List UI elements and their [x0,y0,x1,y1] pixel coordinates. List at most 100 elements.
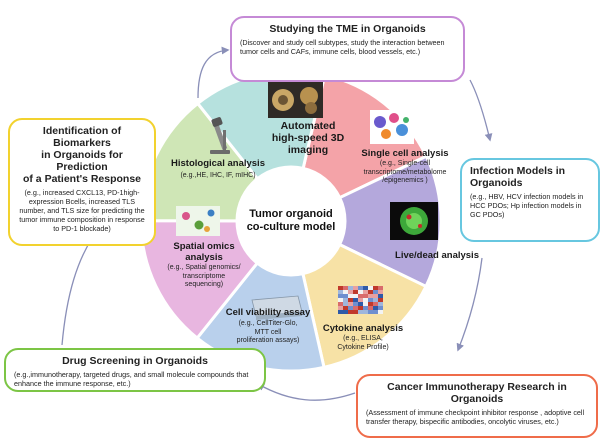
heatmap-cell [338,290,343,294]
heatmap-cell [363,290,368,294]
arrow-immuno-to-drug [256,383,356,401]
heatmap-cell [348,286,353,290]
heatmap-cell [353,290,358,294]
center-circle [237,167,345,275]
heatmap-cell [373,310,378,314]
heatmap-cell [378,290,383,294]
segment-title-live-dead: Live/dead analysis [382,250,492,261]
heatmap-cell [353,286,358,290]
heatmap-cell [338,306,343,310]
heatmap-cell [343,306,348,310]
segment-desc-line: sequencing) [184,281,224,288]
heatmap-cell [368,306,373,310]
heatmap-cell [368,302,373,306]
segment-desc-line: MTT cell [254,328,282,336]
segment-desc-line: (e.g.,HE, IHC, IF, mIHC) [180,172,256,179]
heatmap-cell [348,310,353,314]
biomarkers-box-desc: (e.g., increased CXCL13, PD-1high-expres… [19,188,145,233]
biomarkers-box-title-line3: of a Patient's Response [22,173,142,185]
heatmap-cell [363,306,368,310]
center-title: Tumor organoid co-culture model [235,208,347,234]
arrow-tme-to-infection [469,79,493,142]
biomarkers-box-title-line1: Identification of Biomarkers [42,125,122,149]
arrow-infection-to-immuno [456,257,483,352]
biomarkers-box-title: Identification of Biomarkers in Organoid… [18,125,146,185]
heatmap-cell [343,302,348,306]
segment-title-line: imaging [287,144,329,156]
heatmap-cell [363,302,368,306]
infection-box-title-line1: Infection Models in [470,165,566,177]
heatmap-cell [338,298,343,302]
center-title-line1: Tumor organoid [249,208,333,220]
immuno-box: Cancer Immunotherapy Research in Organoi… [356,374,598,438]
heatmap-cell [348,306,353,310]
segment-title-line: analysis [185,252,223,263]
biomarkers-box-title-line2: in Organoids for Prediction [41,149,123,173]
segment-title-line: Single cell analysis [361,148,449,159]
segment-desc-line: Cytokine Profile) [337,343,389,351]
biomarkers-box: Identification of Biomarkers in Organoid… [8,118,156,246]
microscope-icon [210,117,230,154]
heatmap-cell [368,310,373,314]
heatmap-cell [353,302,358,306]
segment-title-line: Histological analysis [171,158,265,169]
heatmap-cell [343,310,348,314]
immuno-box-title: Cancer Immunotherapy Research in Organoi… [387,381,567,405]
heatmap-cell [378,306,383,310]
heatmap-cell [378,302,383,306]
heatmap-cell [348,290,353,294]
heatmap-cell [378,286,383,290]
segment-desc-histological: (e.g.,HE, IHC, IF, mIHC) [168,172,268,181]
heatmap-cell [343,290,348,294]
infection-box-title: Infection Models in Organoids [470,165,590,189]
infection-box-desc: (e.g., HBV, HCV infection models in HCC … [470,192,584,219]
heatmap-cell [343,294,348,298]
heatmap-cell [373,306,378,310]
heatmap-cell [353,306,358,310]
segment-desc-line: (e.g., Spatial genomics/ [167,264,241,271]
heatmap-cell [368,298,373,302]
drug-box-title: Drug Screening in Organoids [62,355,208,367]
heatmap-cell [368,294,373,298]
heatmap-cell [358,310,363,314]
heatmap-cell [353,294,358,298]
heatmap-cell [358,286,363,290]
segment-title-cell-viability: Cell viability assay [218,307,318,318]
segment-title-cytokine: Cytokine analysis [318,323,408,334]
microplate-image [251,295,303,320]
heatmap-cell [348,298,353,302]
heatmap-cell [373,294,378,298]
spatial-tissue-image [176,206,220,236]
heatmap-cell [338,310,343,314]
heatmap-cell [353,310,358,314]
heatmap-cell [363,298,368,302]
heatmap-cell [353,298,358,302]
heatmap-cell [368,290,373,294]
segment-title-line: Cytokine analysis [322,323,404,334]
segment-title-line: high-speed 3D [271,132,345,144]
segment-title-line: Live/dead analysis [395,250,479,261]
heatmap-cell [368,286,373,290]
heatmap-cell [358,294,363,298]
heatmap-cell [378,310,383,314]
arrow-biomarkers-to-tme [197,46,230,99]
heatmap-cell [358,290,363,294]
heatmap-cell [343,298,348,302]
segment-title-line: Automated [280,120,336,132]
immuno-box-desc: (Assessment of immune checkpoint inhibit… [366,408,585,426]
segment-desc-line: (e.g., ELISA, [343,335,383,342]
segment-title-single-cell: Single cell analysis [350,148,460,159]
heatmap-cell [373,302,378,306]
tme-box-desc: (Discover and study cell subtypes, study… [240,38,445,56]
segment-title-histological: Histological analysis [168,158,268,169]
center-title-line2: co-culture model [246,221,336,233]
heatmap-cell [358,302,363,306]
imaging-photo [268,82,323,118]
segment-title-line: Cell viability assay [225,307,311,318]
